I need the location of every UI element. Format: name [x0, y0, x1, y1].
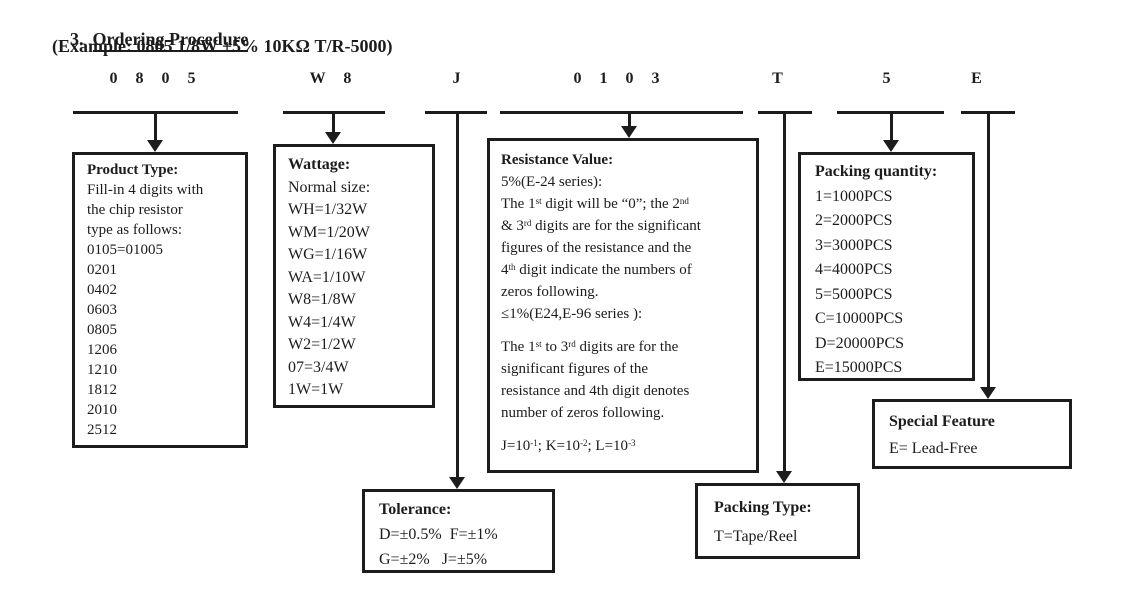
- box-line: E= Lead-Free: [889, 440, 978, 457]
- special-feature-box: Special Feature E= Lead-Free: [872, 399, 1072, 469]
- box-line: 5%(E-24 series):: [501, 174, 603, 190]
- box-line: 4th digit indicate the numbers of: [501, 261, 692, 278]
- box-line: zeros following.: [501, 284, 599, 300]
- code-segment-label: W 8: [309, 70, 359, 87]
- box-lines: 1=1000PCS 2=2000PCS 3=3000PCS 4=4000PCS 5=50…: [815, 185, 958, 381]
- box-line: 0201: [87, 262, 117, 278]
- box-line: 1W=1W: [288, 381, 344, 398]
- box-line: D=±0.5% F=±1%: [379, 526, 498, 543]
- box-line: 1812: [87, 382, 117, 398]
- box-line: figures of the resistance and the: [501, 240, 692, 256]
- box-line: 0105=01005: [87, 242, 163, 258]
- arrow-down-icon: [449, 477, 465, 489]
- box-lines: D=±0.5% F=±1% G=±2% J=±5%: [379, 522, 538, 572]
- connector-line: [331, 111, 335, 133]
- arrow-down-icon: [776, 471, 792, 483]
- box-line: 5=5000PCS: [815, 285, 893, 303]
- box-line: D=20000PCS: [815, 334, 905, 352]
- box-lines: E= Lead-Free: [889, 435, 1055, 462]
- example-line: (Example: 0805 1/8W ±5% 10KΩ T/R-5000): [52, 36, 393, 56]
- connector-line: [627, 111, 631, 127]
- box-title: Resistance Value:: [501, 152, 614, 168]
- box-line: Fill-in 4 digits with: [87, 182, 204, 198]
- box-line: WM=1/20W: [288, 223, 370, 241]
- code-segment-label: E: [971, 70, 989, 87]
- wattage-box: Wattage: Normal size: WH=1/32W WM=1/20W WG=…: [273, 144, 435, 408]
- packing-type-box: Packing Type: T=Tape/Reel: [695, 483, 860, 559]
- arrow-down-icon: [621, 126, 637, 138]
- box-line: J=10-1; K=10-2; L=10-3: [501, 437, 636, 454]
- box-line: WG=1/16W: [288, 246, 368, 263]
- box-line: W4=1/4W: [288, 313, 356, 331]
- tolerance-box: Tolerance: D=±0.5% F=±1% G=±2% J=±5%: [362, 489, 555, 573]
- arrow-down-icon: [883, 140, 899, 152]
- code-segment-label: 5: [882, 70, 898, 87]
- section-heading: 3. Ordering Procedure: [52, 8, 249, 71]
- box-title: Tolerance:: [379, 501, 452, 518]
- box-line: WH=1/32W: [288, 201, 368, 218]
- connector-line: [455, 111, 459, 478]
- box-title: Special Feature: [889, 413, 995, 430]
- box-line: WA=1/10W: [288, 268, 366, 286]
- box-line: 1=1000PCS: [815, 187, 893, 205]
- arrow-down-icon: [325, 132, 341, 144]
- connector-line: [986, 111, 990, 388]
- arrow-down-icon: [147, 140, 163, 152]
- box-line: 0805: [87, 322, 117, 338]
- box-line: 4=4000PCS: [815, 261, 893, 278]
- box-lines: Normal size: WH=1/32W WM=1/20W WG=1/16W WA=1…: [288, 177, 420, 402]
- code-segment-label: 0 8 0 5: [109, 70, 203, 87]
- box-lines: Fill-in 4 digits with the chip resistor ty…: [87, 180, 233, 440]
- box-line: & 3rd digits are for the significant: [501, 217, 701, 234]
- box-line: ≤1%(E24,E-96 series ):: [501, 306, 643, 322]
- box-line: E=15000PCS: [815, 359, 903, 376]
- box-line: The 1st digit will be “0”; the 2nd: [501, 195, 689, 212]
- connector-line: [782, 111, 786, 472]
- box-line: 2512: [87, 422, 117, 438]
- box-line: significant figures of the: [501, 361, 649, 377]
- box-line: [501, 325, 745, 336]
- box-line: 0402: [87, 282, 117, 298]
- segment-underline: [500, 111, 743, 114]
- code-segment-label: J: [452, 70, 468, 87]
- box-title: Packing Type:: [714, 499, 812, 516]
- code-segment-label: T: [772, 70, 790, 87]
- connector-line: [153, 111, 157, 141]
- box-line: Normal size:: [288, 178, 371, 196]
- box-title: Product Type:: [87, 162, 179, 178]
- box-line: the chip resistor: [87, 202, 183, 218]
- packing-quantity-box: Packing quantity: 1=1000PCS 2=2000PCS 3=30…: [798, 152, 975, 381]
- box-lines: T=Tape/Reel: [714, 522, 841, 551]
- box-line: 0603: [87, 302, 117, 318]
- box-line: [501, 424, 745, 435]
- box-title: Wattage:: [288, 156, 351, 173]
- resistance-value-box: Resistance Value: 5%(E-24 series): The 1s…: [487, 138, 759, 473]
- box-line: T=Tape/Reel: [714, 528, 798, 545]
- section-number: 3.: [70, 29, 84, 49]
- code-segment-label: 0 1 0 3: [573, 70, 667, 87]
- connector-line: [889, 111, 893, 141]
- box-title: Packing quantity:: [815, 163, 938, 180]
- box-line: 2010: [87, 402, 117, 418]
- box-line: G=±2% J=±5%: [379, 551, 488, 568]
- box-line: The 1st to 3rd digits are for the: [501, 338, 679, 355]
- box-line: type as follows:: [87, 222, 182, 238]
- box-line: 1206: [87, 342, 117, 358]
- box-line: 1210: [87, 362, 117, 378]
- box-line: resistance and 4th digit denotes: [501, 383, 690, 399]
- page-title: Ordering Procedure: [92, 29, 249, 52]
- box-line: 3=3000PCS: [815, 236, 893, 254]
- box-line: 2=2000PCS: [815, 212, 893, 229]
- box-line: 07=3/4W: [288, 358, 349, 376]
- box-lines: 5%(E-24 series): The 1st digit will be “0…: [501, 171, 745, 457]
- box-line: C=10000PCS: [815, 310, 904, 327]
- box-line: W8=1/8W: [288, 291, 356, 308]
- box-line: number of zeros following.: [501, 405, 665, 421]
- product-type-box: Product Type: Fill-in 4 digits with the c…: [72, 152, 248, 448]
- box-line: W2=1/2W: [288, 336, 356, 353]
- arrow-down-icon: [980, 387, 996, 399]
